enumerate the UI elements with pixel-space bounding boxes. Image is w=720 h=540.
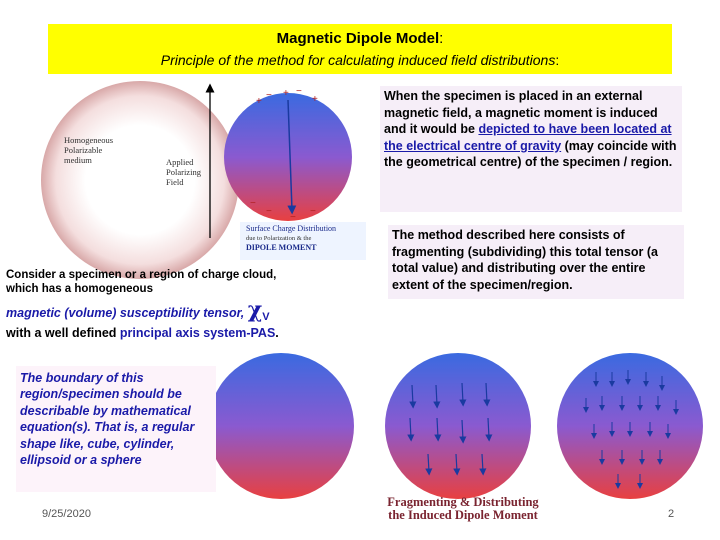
plus-sign: + [256, 96, 262, 107]
title-subtitle: Principle of the method for calculating … [160, 52, 560, 68]
surface-charge-signs: + + + − − − − − − [250, 86, 318, 223]
surface-charge-title: Surface Charge Distribution [246, 224, 337, 233]
induced-moment-explanation: When the specimen is placed in an extern… [380, 86, 682, 212]
susceptibility-statement: magnetic (volume) susceptibility tensor,… [6, 297, 279, 340]
plus-sign: + [283, 88, 289, 99]
method-description: The method described here consists of fr… [388, 225, 684, 299]
applied-field-label: Applied Polarizing Field [166, 157, 201, 187]
coarse-dipole-arrows [407, 382, 493, 476]
minus-sign: − [296, 86, 302, 97]
fragmenting-caption: Fragmenting & Distributing the Induced D… [387, 495, 539, 522]
surface-charge-subtitle: due to Polarization & the [246, 234, 312, 242]
electrical-centre-link[interactable]: depicted to have been located at the ele… [384, 122, 672, 153]
minus-sign: − [250, 198, 256, 209]
title-main: Magnetic Dipole Model: [276, 30, 444, 47]
homogeneous-medium-label: Homogeneous Polarizable medium [64, 135, 114, 165]
specimen-sphere [208, 353, 354, 499]
dipole-moment-label: DIPOLE MOMENT [246, 243, 317, 252]
boundary-note: The boundary of this region/specimen sho… [16, 366, 216, 492]
page-number: 2 [668, 508, 675, 520]
pas-term: principal axis system-PAS [119, 326, 276, 340]
fragmented-sphere-coarse [385, 353, 531, 499]
surface-charge-caption: Surface Charge Distribution due to Polar… [240, 222, 366, 260]
plus-sign: + [312, 94, 318, 105]
polarized-sphere [224, 93, 352, 221]
fine-dipole-arrows [583, 370, 679, 489]
homogeneous-medium-sphere [41, 81, 239, 279]
title-banner: Magnetic Dipole Model: Principle of the … [48, 24, 672, 74]
footer-date: 9/25/2020 [42, 508, 91, 520]
minus-sign: − [266, 206, 272, 217]
dipole-moment-arrow [287, 99, 297, 215]
minus-sign: − [266, 90, 272, 101]
minus-sign: − [310, 206, 316, 217]
chi-symbol: χ [247, 297, 263, 323]
specimen-caption: Consider a specimen or a region of charg… [6, 269, 277, 295]
minus-sign: − [290, 212, 296, 223]
